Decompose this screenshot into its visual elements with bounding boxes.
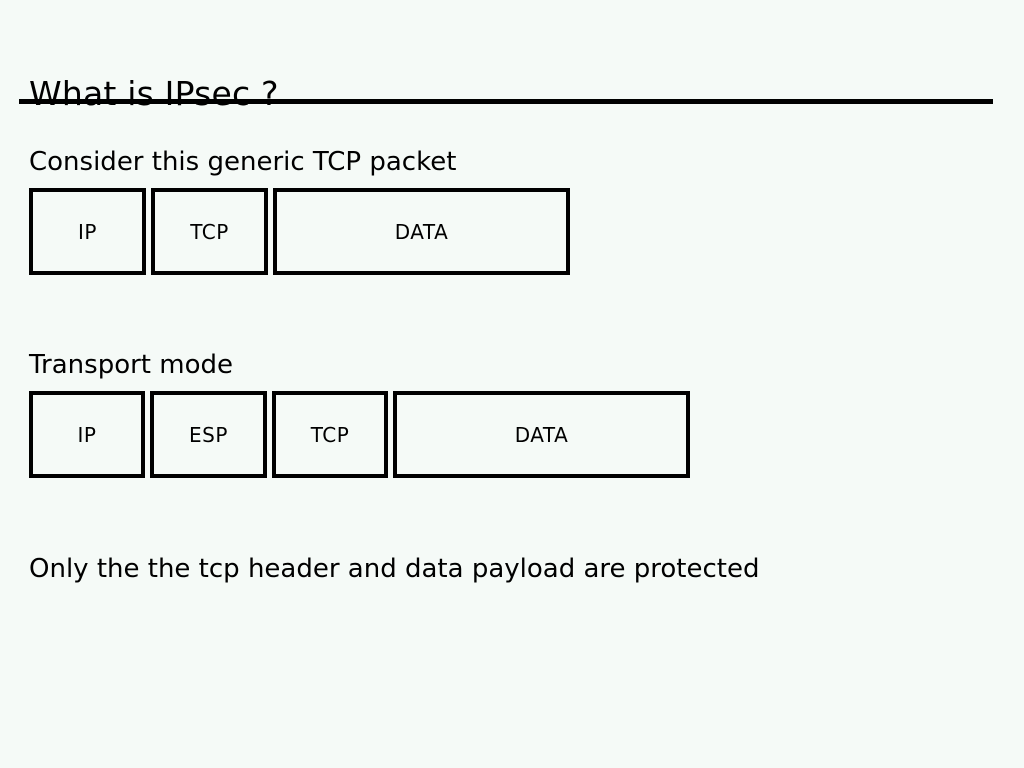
transport-mode-footnote: Only the the tcp header and data payload… (29, 554, 760, 584)
packet-field-label: TCP (190, 219, 229, 244)
packet-field-tcp: TCP (272, 391, 388, 478)
packet-field-label: IP (77, 422, 97, 447)
packet-field-label: IP (78, 219, 97, 244)
transport-mode-caption: Transport mode (29, 350, 234, 380)
page-title: What is IPsec ? (29, 74, 279, 114)
title-divider (19, 99, 993, 104)
packet-field-label: ESP (189, 422, 228, 447)
packet-field-ip: IP (29, 391, 145, 478)
packet-field-tcp: TCP (151, 188, 268, 275)
packet-field-label: DATA (394, 219, 449, 244)
generic-packet-caption: Consider this generic TCP packet (29, 147, 457, 177)
packet-field-label: TCP (310, 422, 350, 447)
packet-field-data: DATA (393, 391, 690, 478)
packet-field-label: DATA (514, 422, 569, 447)
packet-field-data: DATA (273, 188, 570, 275)
transport-mode-diagram: IP ESP TCP DATA (29, 391, 690, 478)
generic-packet-diagram: IP TCP DATA (29, 188, 570, 275)
packet-field-esp: ESP (150, 391, 267, 478)
packet-field-ip: IP (29, 188, 146, 275)
